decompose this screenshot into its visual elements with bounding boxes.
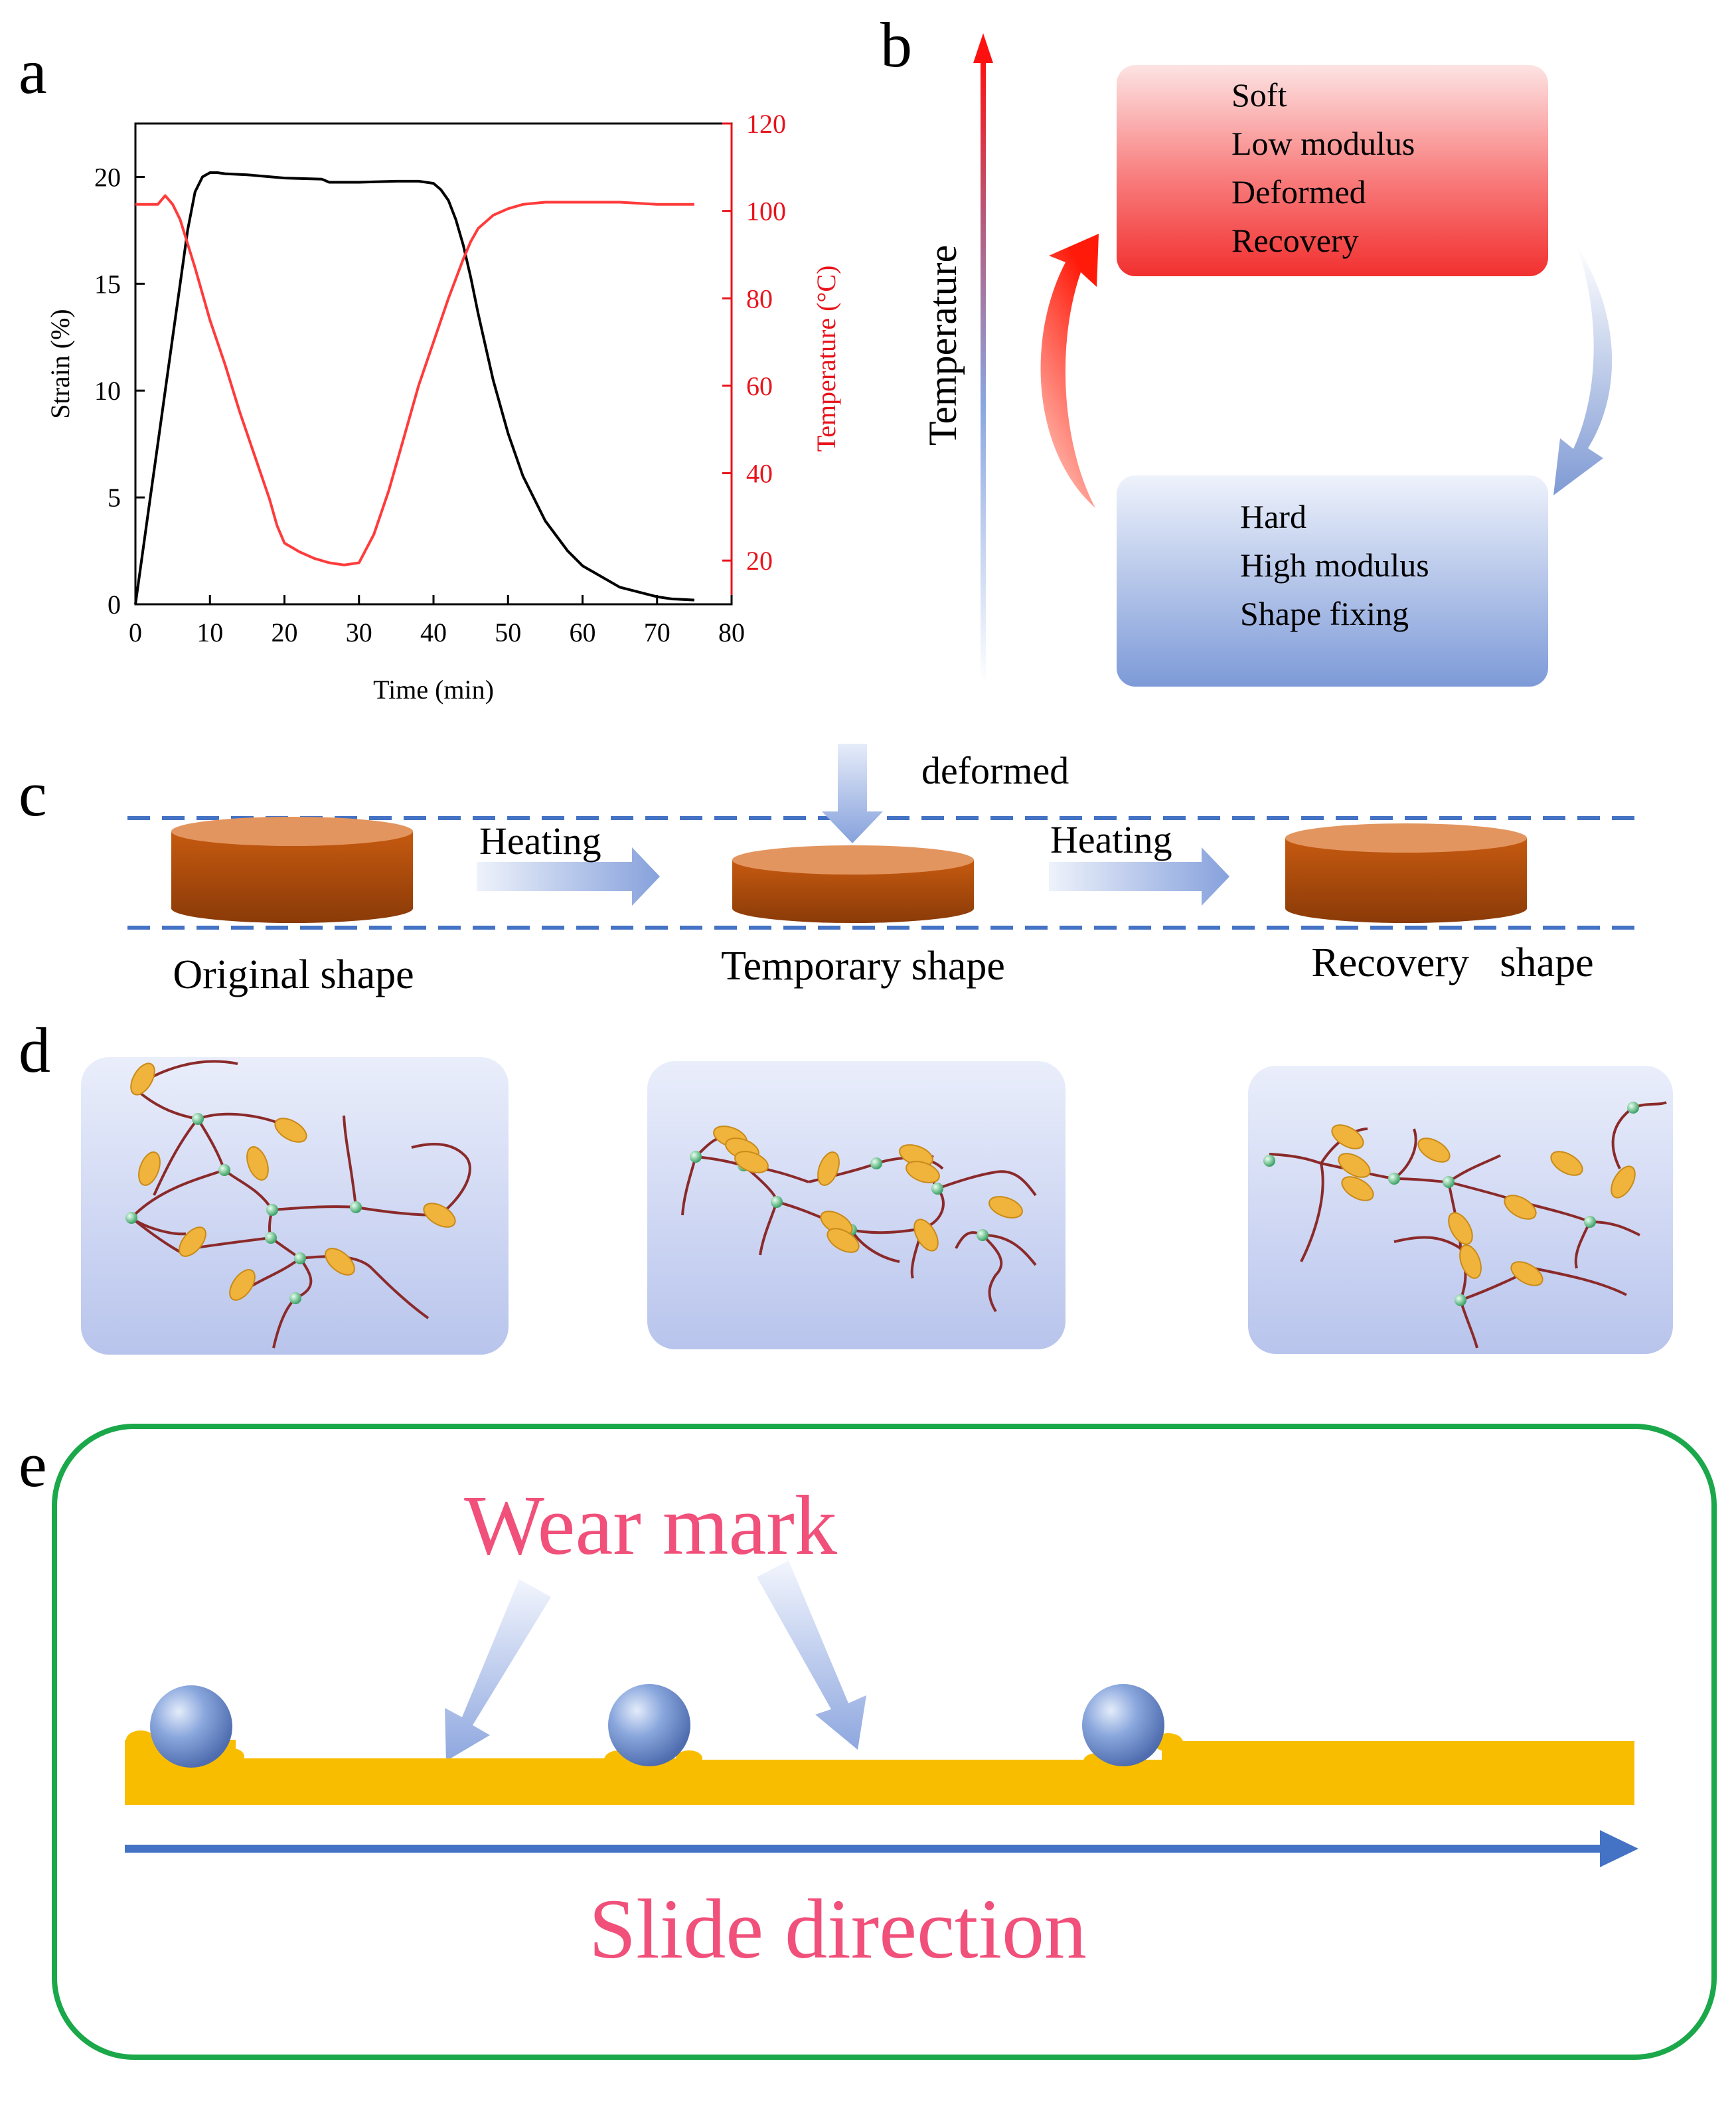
cold-state-line-2: High modulus — [1240, 547, 1429, 584]
x-tick-label: 20 — [272, 618, 298, 647]
x-tick-label: 60 — [570, 618, 596, 647]
panel-label-b: b — [880, 9, 912, 80]
panel-label-c: c — [19, 758, 47, 829]
panel-label-d: d — [19, 1015, 50, 1086]
cooling-cycle-arrow — [1553, 246, 1613, 495]
temperature-series-line — [135, 194, 694, 566]
x-tick-label: 0 — [129, 618, 142, 647]
slide-direction-label: Slide direction — [589, 1882, 1087, 1976]
x-tick-label: 30 — [346, 618, 372, 647]
panel-d: d — [19, 1015, 1673, 1355]
wear-mark-arrow-right — [757, 1560, 866, 1750]
y-tick-label: 20 — [94, 162, 121, 192]
y-axis-label: Strain (%) — [45, 309, 75, 419]
hot-state-line-4: Recovery — [1231, 222, 1359, 259]
original-shape-cylinder — [171, 817, 413, 923]
network-temporary-segments — [713, 1126, 1023, 1253]
hot-state-box — [1117, 65, 1548, 276]
panel-e: e Wear mark Slide direction — [19, 1424, 1717, 2060]
y-tick-label: 15 — [94, 269, 121, 299]
panel-label-a: a — [19, 36, 47, 107]
network-temporary-box — [647, 1061, 1065, 1349]
heating-label-2: Heating — [1050, 818, 1172, 861]
wear-test-frame — [52, 1424, 1717, 2060]
temporary-shape-label: Temporary shape — [721, 944, 1005, 989]
y-tick-label: 10 — [94, 376, 121, 406]
x-tick-label: 10 — [197, 618, 223, 647]
deform-force-arrow — [822, 744, 883, 843]
network-recovery-nodes — [1263, 1102, 1639, 1306]
heating-arrow-1 — [477, 847, 660, 906]
recovery-shape-label: Recovery shape — [1311, 940, 1593, 985]
wear-mark-label: Wear mark — [464, 1478, 837, 1572]
slide-direction-arrowhead — [1600, 1830, 1638, 1867]
temperature-axis-arrowhead — [973, 33, 993, 63]
x-tick-label: 70 — [644, 618, 671, 647]
y2-tick-label: 60 — [746, 371, 773, 401]
x-tick-label: 80 — [718, 618, 745, 647]
temperature-axis-label: Temperature — [921, 245, 965, 446]
y2-tick-label: 120 — [746, 109, 786, 139]
y-tick-label: 0 — [108, 590, 121, 620]
cold-state-box — [1117, 475, 1548, 687]
steel-ball-3 — [1082, 1684, 1164, 1766]
network-original-nodes — [125, 1113, 362, 1304]
hot-state-line-3: Deformed — [1231, 173, 1366, 210]
x-tick-label: 40 — [420, 618, 447, 647]
substrate-bar — [125, 1740, 1634, 1805]
strain-series-line — [134, 171, 694, 605]
x-axis-label: Time (min) — [373, 675, 494, 705]
temporary-shape-cylinder — [732, 845, 974, 923]
steel-ball-1 — [150, 1685, 232, 1768]
y2-tick-label: 80 — [746, 284, 773, 313]
x-tick-label: 50 — [495, 618, 521, 647]
heating-arrow-2 — [1049, 847, 1229, 906]
y-tick-label: 5 — [108, 483, 121, 513]
network-original-segments — [130, 1062, 456, 1301]
heating-label-1: Heating — [479, 819, 601, 863]
panel-b: b Temperature Soft Low modulus Deformed … — [880, 9, 1613, 687]
cold-state-line-1: Hard — [1240, 498, 1306, 535]
network-recovery-segments — [1331, 1124, 1636, 1286]
wear-mark-arrow-left — [445, 1579, 551, 1761]
hot-state-line-1: Soft — [1231, 76, 1287, 114]
hot-state-line-2: Low modulus — [1231, 125, 1415, 162]
y2-tick-label: 20 — [746, 546, 773, 576]
network-recovery-box — [1248, 1066, 1673, 1354]
panel-a: a 0 10 20 30 40 50 60 70 80 0 5 10 15 20 20 40 60 80 100… — [19, 36, 841, 705]
cold-state-line-3: Shape fixing — [1240, 595, 1409, 632]
strain-temperature-chart: 0 10 20 30 40 50 60 70 80 0 5 10 15 20 20 40 60 80 100 12… — [45, 109, 841, 705]
original-shape-label: Original shape — [173, 952, 414, 997]
y2-tick-label: 40 — [746, 459, 773, 489]
heating-cycle-arrow — [1040, 234, 1099, 508]
y2-axis-label: Temperature (°C) — [811, 266, 841, 452]
steel-ball-2 — [608, 1684, 690, 1766]
panel-label-e: e — [19, 1429, 47, 1500]
y2-tick-label: 100 — [746, 197, 786, 226]
deformed-label: deformed — [921, 749, 1069, 792]
temperature-axis-bar — [981, 60, 986, 684]
panel-c: c deformed Heating Heating Original shap… — [19, 744, 1646, 997]
recovery-shape-cylinder — [1285, 823, 1527, 923]
